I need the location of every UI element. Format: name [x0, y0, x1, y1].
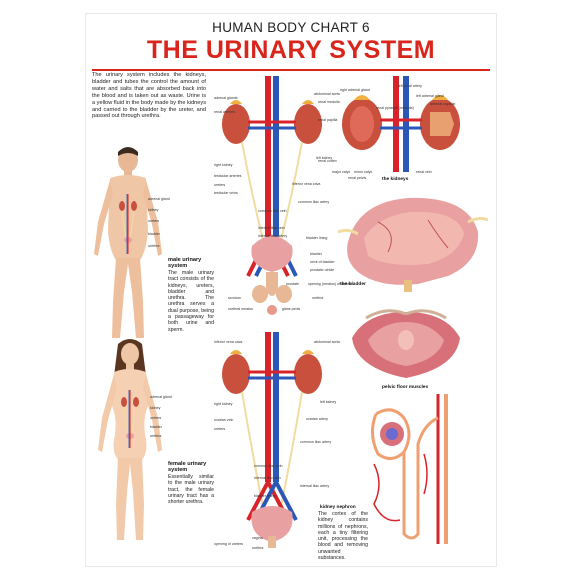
female-label-bladder-lining: bladder lining	[254, 494, 276, 498]
nephron-panel-body: The cortex of the kidney contains millio…	[318, 511, 368, 562]
male-label-abdominal-aorta: abdominal aorta	[314, 92, 340, 96]
male-section-body: The male urinary tract consists of the k…	[168, 270, 214, 333]
male-label-internal-iliac-vein: internal iliac vein	[258, 226, 285, 230]
chart-subtitle: HUMAN BODY CHART 6	[212, 20, 370, 35]
chart-title: THE URINARY SYSTEM	[146, 36, 436, 64]
kidney-label-major-calyx: major calyx	[332, 170, 351, 174]
female-label-ovarian-vein: ovarian vein	[214, 418, 234, 422]
female-label-internal-iliac-vein: internal iliac vein	[254, 476, 281, 480]
male-urinary-diagram	[222, 76, 322, 315]
bladder-panel-heading: the bladder	[340, 282, 366, 287]
pelvic-panel-heading: pelvic floor muscles	[382, 385, 429, 390]
male-figure-label-urethra: urethra	[148, 244, 160, 248]
female-label-abdominal-aorta: abdominal aorta	[314, 340, 340, 344]
kidney-label-left-adrenal: left adrenal gland	[416, 94, 444, 98]
male-label-internal-iliac-artery: internal iliac artery	[258, 234, 288, 238]
kidneys-panel-heading: the kidneys	[382, 177, 409, 182]
kidney-label-renal-vein: renal vein	[416, 170, 432, 174]
male-figure-label-adrenal: adrenal gland	[148, 197, 170, 201]
kidney-label-minor-calyx: minor calyx	[354, 170, 373, 174]
female-urinary-diagram	[222, 332, 322, 548]
female-label-internal-iliac-artery: internal iliac artery	[300, 484, 330, 488]
male-label-testicular-arteries: testicular arteries	[214, 174, 242, 178]
male-figure-label-kidney: kidney	[148, 208, 159, 212]
male-figure-label-bladder: bladder	[148, 232, 160, 236]
kidneys-panel-drawing	[342, 76, 460, 172]
intro-paragraph: The urinary system includes the kidneys,…	[92, 72, 206, 120]
male-body-figure	[94, 147, 162, 338]
male-label-right-kidney: right kidney	[214, 163, 233, 167]
female-label-inferior-vena-cava: inferior vena cava	[214, 340, 243, 344]
male-label-renal-arteries: renal arteries	[214, 110, 235, 114]
female-label-common-iliac-artery: common iliac artery	[300, 440, 332, 444]
female-figure-label-adrenal: adrenal gland	[150, 395, 172, 399]
male-label-common-iliac-artery: common iliac artery	[298, 200, 330, 204]
male-label-left-kidney: left kidney	[316, 156, 333, 160]
kidney-label-adrenal-capsule: adrenal capsule	[430, 102, 456, 106]
kidney-label-renal-pelvis: renal pelvis	[348, 176, 367, 180]
urinary-system-chart: HUMAN BODY CHART 6 THE URINARY SYSTEM Th…	[86, 14, 496, 566]
bladder-panel-drawing	[338, 197, 488, 292]
kidney-label-renal-cortex: renal cortex	[318, 159, 337, 163]
female-label-opening-of-ureters: opening of ureters	[214, 542, 243, 546]
female-section-heading: female urinary system	[168, 461, 207, 474]
male-label-testicular-veins: testicular veins	[214, 191, 238, 195]
male-label-adrenal-glands: adrenal glands	[214, 96, 238, 100]
female-figure-label-kidney: kidney	[150, 406, 161, 410]
kidney-label-renal-medulla: renal medulla	[318, 100, 340, 104]
female-figure-label-ureters: ureters	[150, 416, 162, 420]
female-body-figure	[98, 339, 162, 540]
male-label-ureters: ureters	[214, 183, 226, 187]
nephron-panel-heading: kidney nephron	[320, 505, 356, 510]
male-label-urethra: urethra	[312, 296, 324, 300]
male-label-common-iliac-vein: common iliac vein	[258, 209, 287, 213]
kidney-label-left-renal-artery: left renal artery	[398, 84, 422, 88]
male-label-bladder-lining: bladder lining	[306, 236, 328, 240]
female-label-ovarian-artery: ovarian artery	[306, 417, 328, 421]
female-label-vagina: vagina	[252, 536, 263, 540]
nephron-drawing	[371, 394, 448, 544]
kidney-label-renal-papilla: renal papilla	[318, 118, 338, 122]
kidney-label-right-adrenal: right adrenal gland	[340, 88, 370, 92]
male-label-urethral-meatus: urethral meatus	[228, 307, 253, 311]
male-label-opening-of-ureters: opening (meatus) of ureters	[308, 282, 353, 286]
male-label-bladder: bladder	[310, 252, 322, 256]
male-label-scrotum: scrotum	[228, 296, 241, 300]
female-label-left-kidney: left kidney	[320, 400, 337, 404]
female-label-right-kidney: right kidney	[214, 402, 233, 406]
female-label-urethra: urethra	[252, 546, 264, 550]
male-figure-label-ureters: ureters	[148, 219, 160, 223]
female-label-common-iliac-vein: common iliac vein	[254, 464, 283, 468]
male-label-prostatic-utricle: prostatic utricle	[310, 268, 335, 272]
kidney-label-renal-pyramid: renal pyramid (medulla)	[376, 106, 414, 110]
title-divider	[92, 69, 490, 71]
female-figure-label-bladder: bladder	[150, 425, 162, 429]
pelvic-floor-drawing	[352, 309, 460, 378]
male-label-inferior-vena-cava: inferior vena cava	[292, 182, 321, 186]
female-figure-label-urethra: urethra	[150, 434, 162, 438]
female-label-ureters: ureters	[214, 427, 226, 431]
male-label-neck-of-bladder: neck of bladder	[310, 260, 335, 264]
male-section-heading: male urinary system	[168, 257, 202, 270]
female-section-body: Essentially similar to the male urinary …	[168, 474, 214, 506]
male-label-prostate: prostate	[286, 282, 299, 286]
male-label-glans-penis: glans penis	[282, 307, 301, 311]
